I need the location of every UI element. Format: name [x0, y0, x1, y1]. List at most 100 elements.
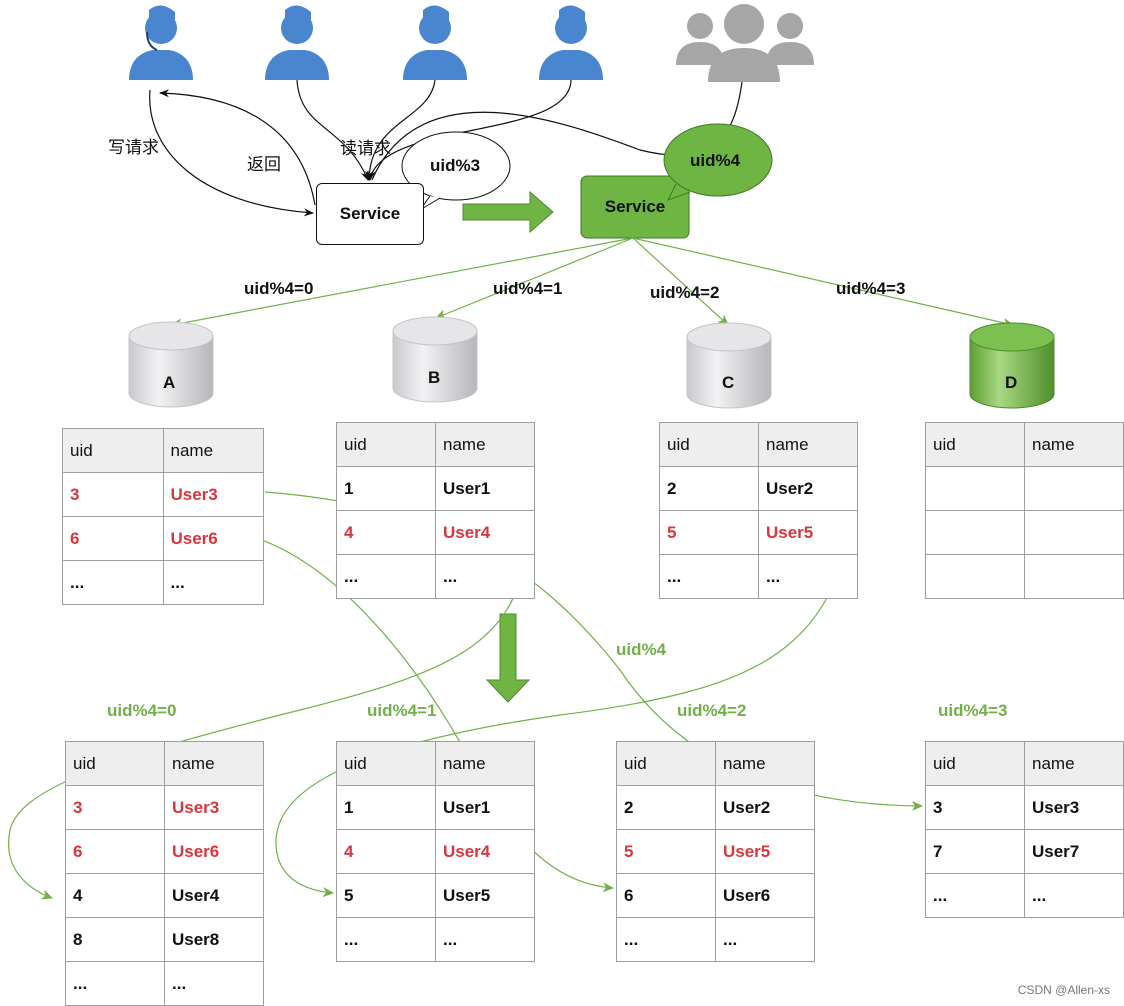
cell-name: ...: [758, 554, 858, 599]
return-label: 返回: [247, 155, 281, 175]
user-icon: [403, 5, 467, 80]
header-name: name: [435, 422, 535, 467]
db-label-d: D: [1005, 373, 1018, 392]
cell-name: User3: [164, 785, 264, 830]
service-label-old: Service: [339, 204, 401, 223]
header-name: name: [162, 428, 264, 473]
cell-uid: ...: [62, 560, 164, 605]
database-icon: [969, 322, 1055, 409]
cell-uid: 5: [336, 873, 436, 918]
service-box-old: Service: [316, 183, 424, 245]
big-arrow-right-icon: [462, 190, 554, 234]
service-label-new: Service: [604, 197, 666, 216]
cell-name: User2: [758, 466, 858, 511]
header-uid: uid: [336, 422, 436, 467]
read-request-label: 读请求: [340, 139, 391, 159]
cell-name: User3: [162, 472, 264, 517]
cell-uid: 5: [616, 829, 716, 874]
db-label-c: C: [722, 373, 735, 392]
cell-name: User2: [715, 785, 815, 830]
route-line-c: [632, 237, 729, 326]
cell-uid: ...: [616, 917, 716, 962]
route-label-3: uid%4=3: [836, 279, 906, 298]
header-name: name: [164, 741, 264, 786]
cell-name: User4: [164, 873, 264, 918]
header-name: name: [435, 741, 535, 786]
cell-uid: 1: [336, 785, 436, 830]
cell-uid: 6: [616, 873, 716, 918]
cell-uid: 3: [925, 785, 1025, 830]
cell-uid: ...: [65, 961, 165, 1006]
cell-uid: 4: [336, 829, 436, 874]
cell-name: ...: [1024, 873, 1124, 918]
table-row: [925, 510, 1124, 555]
cell-uid: 6: [62, 516, 164, 561]
cell-uid: 6: [65, 829, 165, 874]
cell-name: ...: [435, 554, 535, 599]
cell-name: User7: [1024, 829, 1124, 874]
cell-uid: ...: [925, 873, 1025, 918]
cell-name: User4: [435, 829, 535, 874]
cell-uid: 5: [659, 510, 759, 555]
header-name: name: [758, 422, 858, 467]
cell-uid: 2: [659, 466, 759, 511]
cell-uid: ...: [336, 917, 436, 962]
table-row: ......: [925, 873, 1124, 918]
write-request-line: [149, 89, 314, 217]
db-label-a: A: [163, 373, 176, 392]
route-line-b: [435, 237, 634, 319]
migration-curve-uid5: [275, 535, 852, 898]
cell-uid: ...: [336, 554, 436, 599]
cell-name: User4: [435, 510, 535, 555]
service-new-label-wrap: Service: [581, 176, 689, 238]
cell-name: [1024, 466, 1124, 511]
table-row: ......: [65, 961, 264, 1006]
cell-uid: 8: [65, 917, 165, 962]
new-table-label-2: uid%4=2: [677, 701, 747, 720]
bubble-uid3-label: uid%3: [430, 156, 481, 175]
database-icon: [686, 322, 772, 409]
cell-uid: 2: [616, 785, 716, 830]
table-row: ......: [62, 560, 264, 605]
user-group-icon: [676, 4, 814, 82]
read-line-1: [296, 79, 369, 181]
cell-uid: [925, 510, 1025, 555]
table-row: [925, 466, 1124, 511]
return-line: [159, 89, 316, 206]
header-name: name: [1024, 741, 1124, 786]
cell-name: ...: [435, 917, 535, 962]
migration-label: uid%4: [616, 640, 667, 659]
write-request-label: 写请求: [108, 138, 159, 158]
new-table-label-1: uid%4=1: [367, 701, 437, 720]
cell-name: User6: [162, 516, 264, 561]
new-table-label-0: uid%4=0: [107, 701, 177, 720]
header-uid: uid: [925, 422, 1025, 467]
bubble-uid4: [663, 123, 773, 197]
cell-name: ...: [162, 560, 264, 605]
cell-uid: [925, 554, 1025, 599]
cell-uid: 1: [336, 466, 436, 511]
cell-name: User6: [715, 873, 815, 918]
